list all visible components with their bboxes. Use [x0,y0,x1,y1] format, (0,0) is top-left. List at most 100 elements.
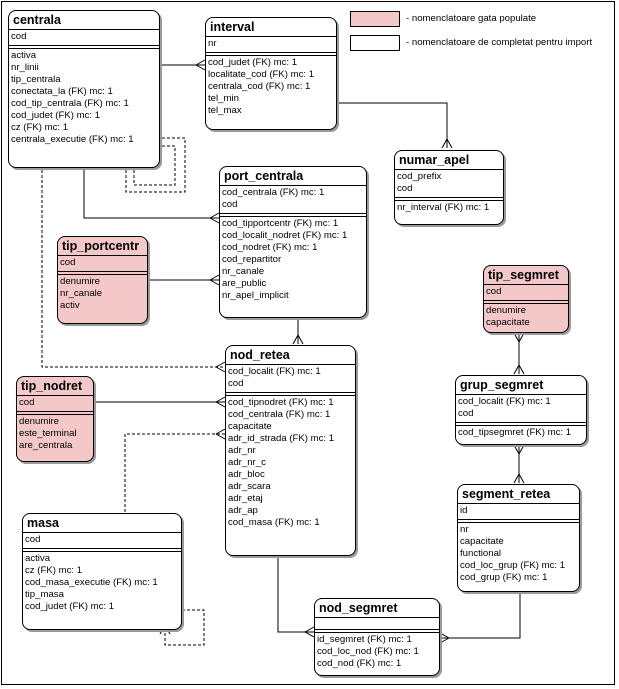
attribute: tip_masa [25,589,64,600]
crowfoot-segment-retea [513,473,525,484]
attribute-section: nr_interval (FK) mc: 1 [395,200,503,215]
key-attribute: cod_localit (FK) mc: 1 [458,396,551,407]
primary-key-section: cod [484,284,568,301]
crowfoot-nod-retea-2 [215,396,226,408]
entity-title: interval [210,20,255,34]
crowfoot-interval [195,59,206,71]
primary-key-section: id [458,503,579,520]
entity-title: segment_retea [462,487,551,501]
primary-key-section: cod [23,532,181,549]
key-attribute: cod [458,408,474,419]
primary-key-section: nr [206,36,336,53]
attribute: adr_id_strada (FK) mc: 1 [228,433,335,444]
entity-title: masa [27,516,59,530]
crowfoot-nod-segmret-2 [439,632,450,644]
attribute: activa [25,553,51,564]
attribute: cod_tip_centrala (FK) mc: 1 [11,98,129,109]
attribute: denumire [60,276,100,287]
crowfoot-grup-segmret-2 [513,444,525,455]
crowfoot-numar-apel [441,138,453,149]
attribute: localitate_cod (FK) mc: 1 [208,69,315,80]
legend-label-white: - nomenclatoare de completat pentru impo… [406,37,593,48]
attribute: este_terminal [19,428,77,439]
legend-swatch-pink [350,11,400,27]
legend-label-pink: - nomenclatoare gata populate [406,13,537,24]
crowfoot-port-centrala [209,212,220,224]
attribute: capacitate [486,317,530,328]
attribute: tel_min [208,93,239,104]
attribute: activ [60,300,80,311]
link-centrala-nod-retea [41,170,225,368]
attribute: cod_judet (FK) mc: 1 [11,110,101,121]
primary-key-section: cod [17,395,93,412]
key-attribute: cod [222,199,238,210]
crowfoot-tip-segmret [513,332,525,343]
key-attribute: cod_prefix [397,171,442,182]
key-attribute: id [460,505,468,516]
attribute: capacitate [460,536,504,547]
attribute: adr_scara [228,481,271,492]
crowfoot-nod-retea [292,334,304,345]
attribute: cod_repartitor [222,254,282,265]
key-attribute: cod [486,286,502,297]
attribute: cod_nodret (FK) mc: 1 [222,242,318,253]
crowfoot-nod-segmret [304,626,315,638]
primary-key-section: cod [9,29,159,46]
attribute: nr [460,524,469,535]
attribute: functional [460,548,502,559]
attribute: centrala_cod (FK) mc: 1 [208,81,311,92]
attribute: cod_tipnodret (FK) mc: 1 [228,397,334,408]
attribute: tip_centrala [11,74,61,85]
attribute: id_segmret (FK) mc: 1 [317,634,412,645]
entity-title: grup_segmret [460,378,544,392]
key-attribute: cod [11,31,27,42]
crowfoot-nod-retea-masa [215,428,226,440]
self-link-masa [164,609,205,646]
entity-title: nod_retea [230,348,290,362]
attribute: cod_judet (FK) mc: 1 [208,57,298,68]
attribute: cod_loc_grup (FK) mc: 1 [460,560,566,571]
entity-title: tip_segmret [488,268,559,282]
attribute: cod_judet (FK) mc: 1 [25,601,115,612]
self-link-centrala-1 [125,137,186,193]
attribute: nr_canale [222,266,265,277]
attribute: cod_tipportcentr (FK) mc: 1 [222,218,339,229]
key-attribute: cod [25,534,41,545]
entity-title: tip_portcentr [62,239,140,253]
legend-swatch-white [350,35,400,51]
crowfoot-nod-retea-dashed [215,361,226,373]
attribute: cod_masa (FK) mc: 1 [228,517,320,528]
attribute: cod_localit_nodret (FK) mc: 1 [222,230,348,241]
attribute: adr_etaj [228,493,263,504]
entity-title: port_centrala [224,169,304,183]
link-masa-nod-retea [124,433,225,512]
attribute: nr_apel_implicit [222,290,289,301]
attribute: adr_bloc [228,469,265,480]
attribute: adr_nr_c [228,457,266,468]
attribute: centrala_executie (FK) mc: 1 [11,134,134,145]
attribute: denumire [19,416,59,427]
attribute: tel_max [208,105,242,116]
